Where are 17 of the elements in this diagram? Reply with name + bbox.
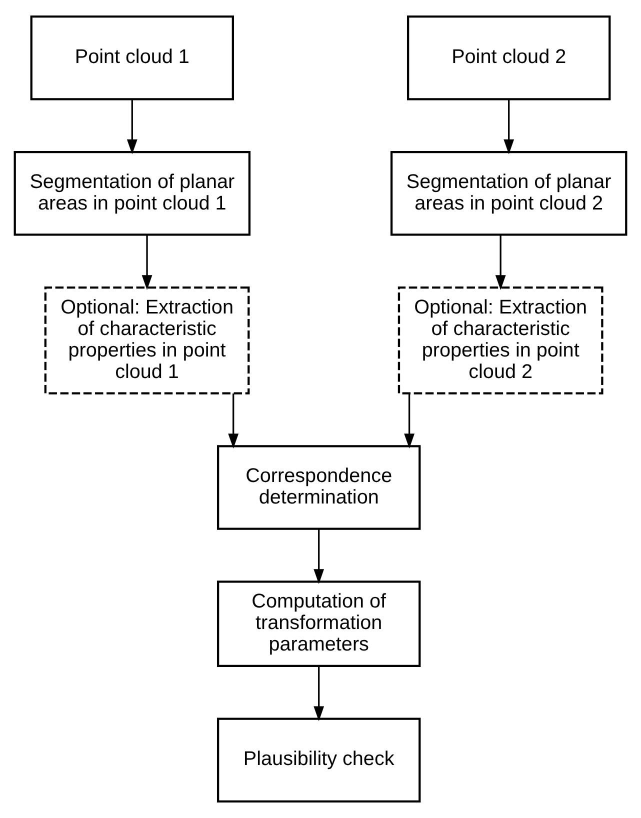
- arrow: [404, 394, 415, 448]
- node-box: Plausibility check: [217, 718, 421, 802]
- arrow: [126, 99, 138, 154]
- node-box: Segmentation of planar areas in point cloud 2: [390, 151, 628, 236]
- node-box: Computation of transformation parameters: [217, 580, 421, 667]
- arrow: [314, 666, 324, 722]
- node-box: Segmentation of planar areas in point cloud 1: [14, 151, 251, 236]
- arrow: [314, 529, 324, 584]
- node-box: Point cloud 2: [407, 16, 611, 100]
- arrow: [228, 394, 239, 448]
- node-box: Correspondence determination: [217, 445, 421, 530]
- node-box: Optional: Extraction of characteristic properties in point cloud 2: [398, 286, 604, 394]
- node-box: Point cloud 1: [30, 16, 234, 100]
- arrow: [504, 99, 514, 154]
- arrow: [495, 235, 506, 290]
- node-box: Optional: Extraction of characteristic properties in point cloud 1: [44, 286, 250, 394]
- arrow: [142, 235, 152, 290]
